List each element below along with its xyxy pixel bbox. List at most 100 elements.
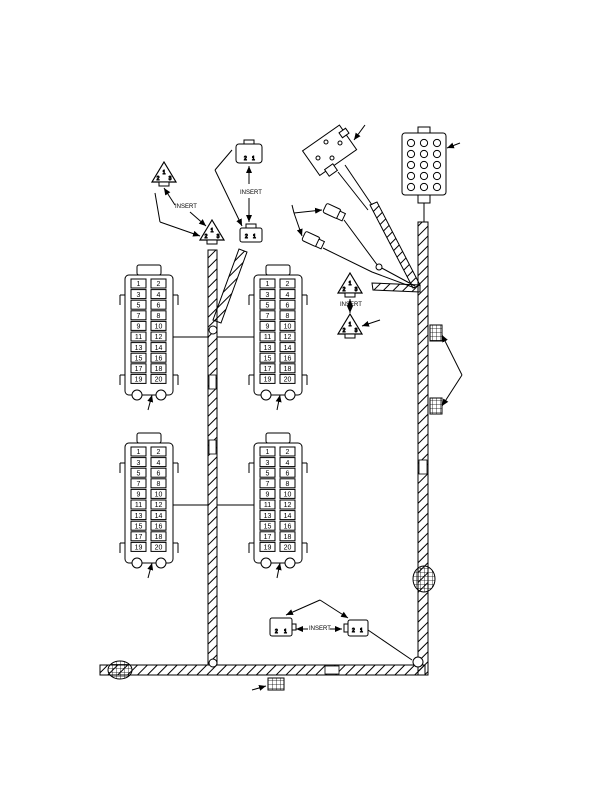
pin-number: 12 (284, 334, 292, 341)
pin-cell (130, 457, 147, 468)
pin-cell (279, 278, 296, 289)
side-plug-lower (429, 374, 463, 415)
pin-cell (259, 320, 276, 331)
pin-hole (419, 149, 429, 159)
pin-number: 16 (155, 355, 163, 362)
pin-number: 20 (284, 545, 292, 552)
pin-cell (259, 352, 276, 363)
pin-number: 8 (157, 481, 161, 488)
pin-number: 11 (264, 334, 271, 341)
pin-cell (259, 289, 276, 300)
pin-cell (279, 310, 296, 321)
pin-number: 4 (157, 292, 161, 299)
cylinder-connector-upper (322, 203, 347, 222)
pin-number: 8 (286, 481, 290, 488)
pin-cell (259, 342, 276, 353)
block-wires (173, 336, 254, 506)
pin-cell (259, 531, 276, 542)
pin-number: 14 (284, 513, 292, 520)
pin-number: 12 (284, 502, 292, 509)
tri-pin-label: 2 (157, 176, 160, 182)
multi-pin-connector (401, 126, 461, 204)
pin-number: 3 (137, 292, 141, 299)
pin-cell (279, 331, 296, 342)
tri-pin-label: 1 (349, 322, 352, 328)
pin-number: 6 (286, 302, 290, 309)
pin-hole (419, 182, 429, 192)
pin-number: 5 (137, 470, 141, 477)
pin-number: 17 (264, 366, 272, 373)
triangle-connector-mid-bottom: 1 2 3 (336, 312, 364, 339)
pin-number: 12 (155, 334, 163, 341)
plug-bottom-left: 2 1 (269, 617, 297, 637)
cylinder-connector-lower (301, 231, 326, 250)
trunk-tags (208, 374, 428, 675)
pin-cell (150, 363, 167, 374)
pin-hole (419, 160, 429, 170)
pin-cell (279, 541, 296, 552)
pin-number: 7 (266, 481, 270, 488)
pin-cell (150, 373, 167, 384)
left-junction (208, 325, 218, 335)
bottom-small-connector (251, 677, 285, 691)
pin-cell (130, 320, 147, 331)
plug-pin-label: 2 (352, 628, 355, 634)
pin-cell (130, 352, 147, 363)
pin-cell (279, 520, 296, 531)
pin-number: 8 (157, 313, 161, 320)
pin-number: 15 (135, 355, 143, 362)
plug-pin-label: 2 (244, 156, 247, 162)
pin-cell (259, 510, 276, 521)
pin-number: 1 (137, 281, 141, 288)
pin-cell (130, 446, 147, 457)
pin-number: 13 (264, 345, 272, 352)
pin-cell (279, 373, 296, 384)
pin-cell (259, 499, 276, 510)
pin-cell (279, 478, 296, 489)
insert-arrows-mr (347, 299, 381, 327)
pin-number: 18 (155, 534, 163, 541)
pin-cell (130, 342, 147, 353)
pin-cell (150, 499, 167, 510)
pin-number: 5 (266, 302, 270, 309)
pin-cell (259, 457, 276, 468)
pin-cell (150, 478, 167, 489)
left-diagonal-branch (212, 248, 248, 324)
pin-cell (150, 510, 167, 521)
pin-hole (432, 138, 442, 148)
pin-hole (406, 171, 416, 181)
pin-number: 4 (286, 460, 290, 467)
pin-cell (150, 520, 167, 531)
pin-number: 9 (137, 492, 141, 499)
pin-number: 18 (284, 534, 292, 541)
pin-number: 8 (286, 313, 290, 320)
plug-pin-label: 1 (253, 234, 256, 240)
pin-hole (432, 182, 442, 192)
pin-number: 1 (137, 449, 141, 456)
pin-number: 4 (286, 292, 290, 299)
tri-pin-label: 1 (211, 228, 214, 234)
pin-number: 14 (155, 345, 163, 352)
side-plug-upper (429, 324, 463, 376)
plug-pin-label: 1 (252, 156, 255, 162)
pin-cell (130, 510, 147, 521)
pin-cell (130, 541, 147, 552)
plug-lower: 2 1 (239, 223, 263, 243)
pin-cell (259, 520, 276, 531)
pin-number: 15 (264, 523, 272, 530)
pin-cell (130, 363, 147, 374)
pin-cell (279, 342, 296, 353)
pin-number: 19 (135, 377, 143, 384)
right-trunk (417, 221, 429, 676)
pin-number: 10 (155, 324, 163, 331)
insert-arrows-tc (214, 149, 252, 227)
pin-cell (259, 541, 276, 552)
insert-arrows-tl (154, 187, 207, 237)
pin-number: 6 (157, 470, 161, 477)
pin-cell (150, 342, 167, 353)
tri-pin-label: 2 (343, 328, 346, 334)
insert-label-tc: INSERT (240, 190, 262, 196)
pin-number: 13 (264, 513, 272, 520)
pin-cell (150, 446, 167, 457)
